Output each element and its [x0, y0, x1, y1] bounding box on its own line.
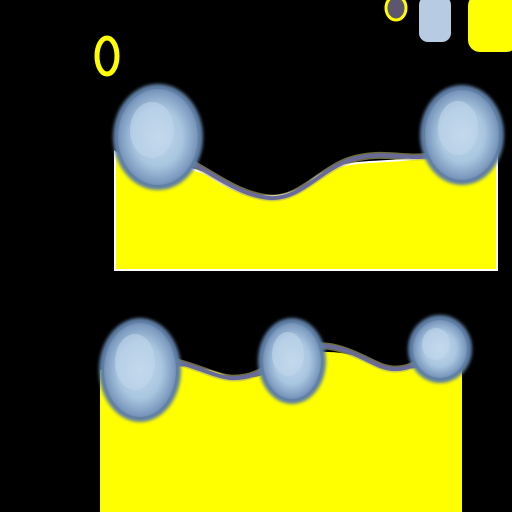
upper-droplet-left [113, 84, 203, 190]
lower-droplet-right [408, 315, 472, 383]
lower-fill-region [100, 351, 462, 512]
corner-tile-yellow [468, 0, 512, 52]
corner-tile-blue [419, 0, 451, 42]
upper-droplet-right [420, 85, 504, 185]
small-ring [94, 35, 120, 77]
corner-marks [384, 0, 512, 52]
corner-dot-purple [384, 0, 408, 22]
upper-wire [158, 148, 432, 201]
lower-panel [99, 315, 472, 512]
upper-panel [113, 84, 504, 271]
lower-droplet-middle [258, 318, 326, 404]
lower-droplet-left [99, 318, 181, 422]
